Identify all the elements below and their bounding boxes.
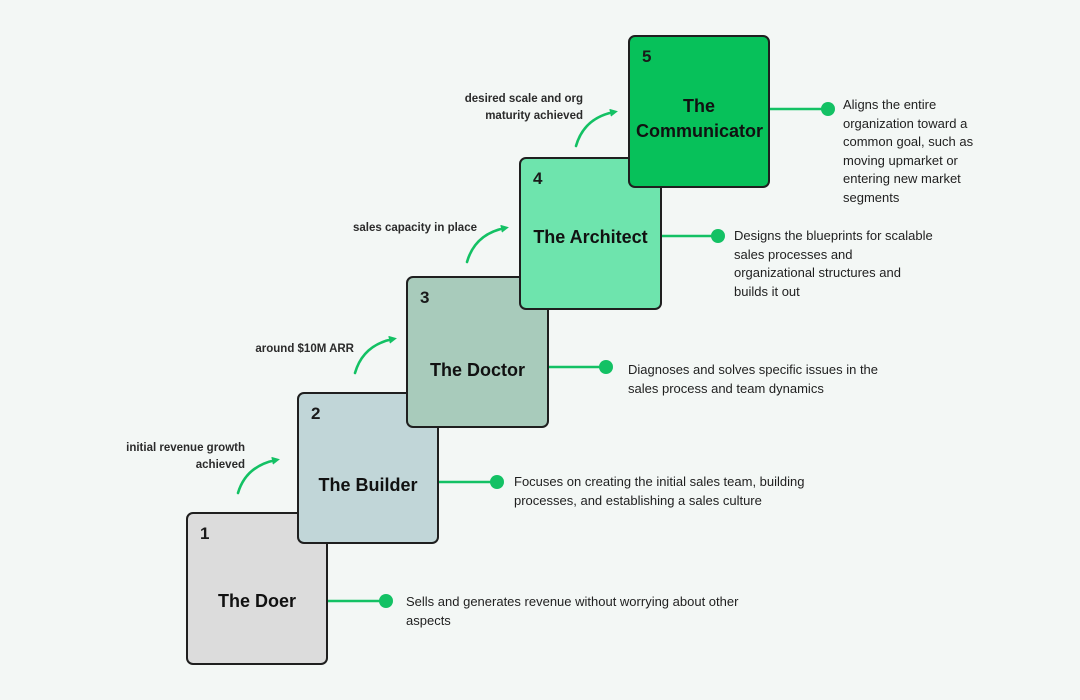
stage-number: 3 — [420, 288, 430, 307]
desc-dot-3 — [599, 360, 613, 374]
stage-title: The Architect — [533, 227, 648, 247]
transition-label-2: around $10M ARR — [255, 343, 354, 355]
desc-dot-4 — [711, 229, 725, 243]
stage-title: The Communicator — [636, 96, 764, 141]
stage-number: 5 — [642, 47, 652, 66]
stage-number: 1 — [200, 524, 210, 543]
stage-box-5: 5 The Communicator — [628, 35, 770, 188]
desc-dot-5 — [821, 102, 835, 116]
stage-title: The Builder — [318, 475, 418, 495]
transition-label-1: initial revenue growth achieved — [126, 442, 245, 471]
stage-2-description: Focuses on creating the initial sales te… — [514, 474, 805, 508]
stage-title: The Doer — [217, 591, 296, 611]
transition-arrow-4 — [574, 108, 618, 148]
transition-arrow-3 — [465, 224, 509, 264]
transition-label-3: sales capacity in place — [352, 222, 477, 234]
stage-title: The Doctor — [429, 360, 525, 380]
stage-box-2: 2 The Builder — [297, 392, 439, 544]
transition-arrow-2 — [353, 335, 397, 375]
desc-dot-2 — [490, 475, 504, 489]
stage-number: 2 — [311, 404, 321, 423]
stage-4-description: Designs the blueprints for scalable sale… — [734, 228, 933, 299]
transition-arrow-1 — [236, 456, 280, 495]
stage-5-description: Aligns the entire organization toward a … — [843, 97, 974, 205]
stage-box-4: 4 The Architect — [519, 157, 662, 310]
stage-1-description: Sells and generates revenue without worr… — [406, 594, 739, 628]
transition-label-4: desired scale and org maturity achieved — [464, 93, 583, 122]
stage-3-description: Diagnoses and solves specific issues in … — [628, 362, 879, 396]
desc-dot-1 — [379, 594, 393, 608]
stage-number: 4 — [533, 169, 543, 188]
